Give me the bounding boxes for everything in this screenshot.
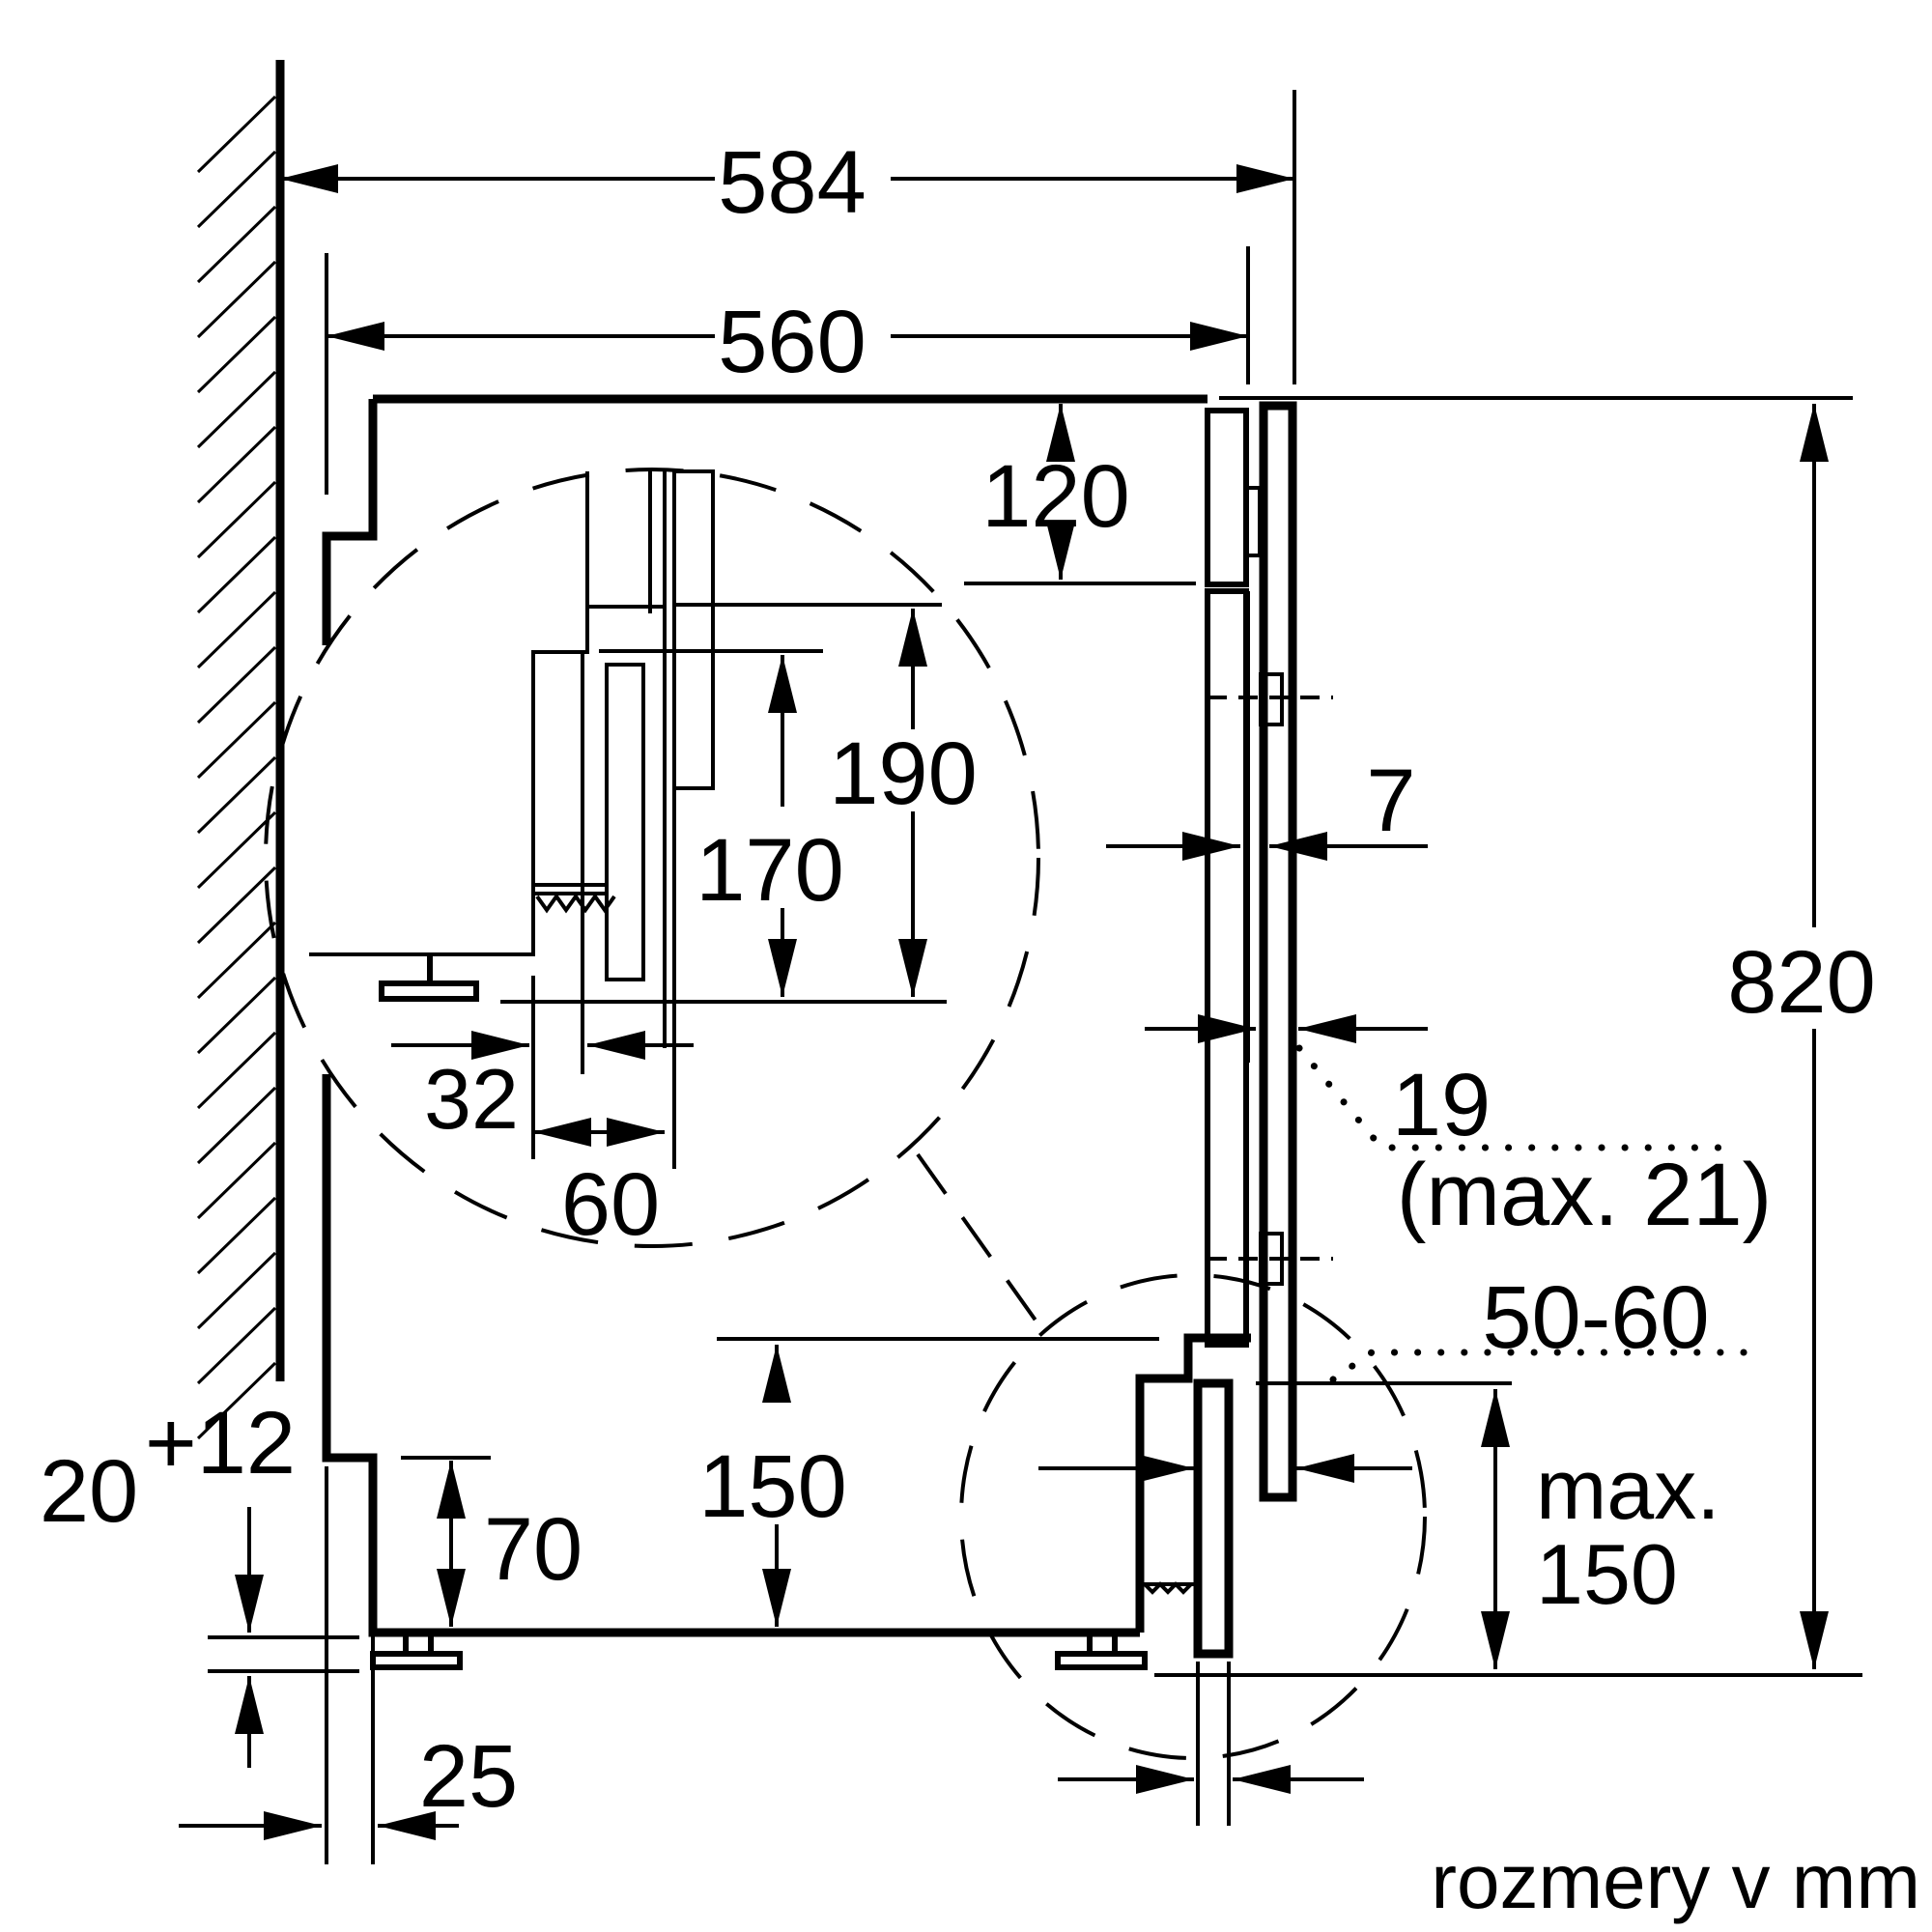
dim-19: 19: [1392, 1056, 1491, 1154]
dim-560: 560: [718, 293, 867, 391]
hatch-line: [196, 590, 277, 669]
detail-connector: [916, 1152, 1045, 1333]
hatch-line: [196, 976, 277, 1055]
hatch-line: [196, 1306, 277, 1385]
hatch-line: [196, 645, 277, 724]
detail-circle-upper: [264, 468, 1040, 1248]
hatch-line: [196, 95, 277, 174]
hatch-line: [196, 535, 277, 614]
dim-820: 820: [1727, 933, 1876, 1032]
hatch-line: [196, 700, 277, 780]
hatch-line: [196, 1251, 277, 1330]
dim-70: 70: [484, 1500, 582, 1599]
dim-25: 25: [419, 1727, 518, 1826]
leader-19: [1295, 1044, 1741, 1151]
dim-60: 60: [561, 1155, 660, 1254]
dim-19-max: (max. 21): [1397, 1146, 1773, 1244]
hatch-line: [196, 1086, 277, 1165]
dim-170: 170: [696, 821, 844, 920]
hatch-line: [196, 1031, 277, 1110]
hatch-line: [196, 1141, 277, 1220]
units-caption: rozmery v mm: [1431, 1838, 1920, 1924]
hatch-line: [196, 866, 277, 945]
dim-120: 120: [981, 447, 1130, 546]
dim-20-tolerance: +12: [145, 1394, 296, 1492]
dim-32: 32: [424, 1051, 519, 1147]
leader-50-60: [1329, 1349, 1750, 1383]
hatch-line: [196, 1361, 277, 1440]
dim-20: 20: [40, 1442, 138, 1541]
wall-hatching: [196, 95, 277, 1440]
wall: [196, 60, 285, 1440]
hatch-line: [196, 150, 277, 229]
hatch-line: [196, 480, 277, 559]
hatch-line: [196, 810, 277, 890]
hatch-line: [196, 921, 277, 1000]
dim-584: 584: [718, 133, 867, 232]
hatch-line: [196, 370, 277, 449]
extension-lines: [208, 90, 1862, 1826]
hatch-line: [196, 425, 277, 504]
hatch-line: [196, 755, 277, 835]
dim-150: 150: [698, 1437, 847, 1536]
dim-max-150-line1: max.: [1536, 1441, 1720, 1537]
hatch-line: [196, 1196, 277, 1275]
dim-max-150-line2: 150: [1536, 1526, 1678, 1622]
hatch-line: [196, 205, 277, 284]
detail-hinge-upper: [309, 469, 715, 1169]
dim-7: 7: [1366, 752, 1415, 850]
hatch-line: [196, 260, 277, 339]
hatch-line: [196, 315, 277, 394]
dim-190: 190: [829, 724, 978, 823]
detail-circle-lower: [959, 1273, 1427, 1760]
